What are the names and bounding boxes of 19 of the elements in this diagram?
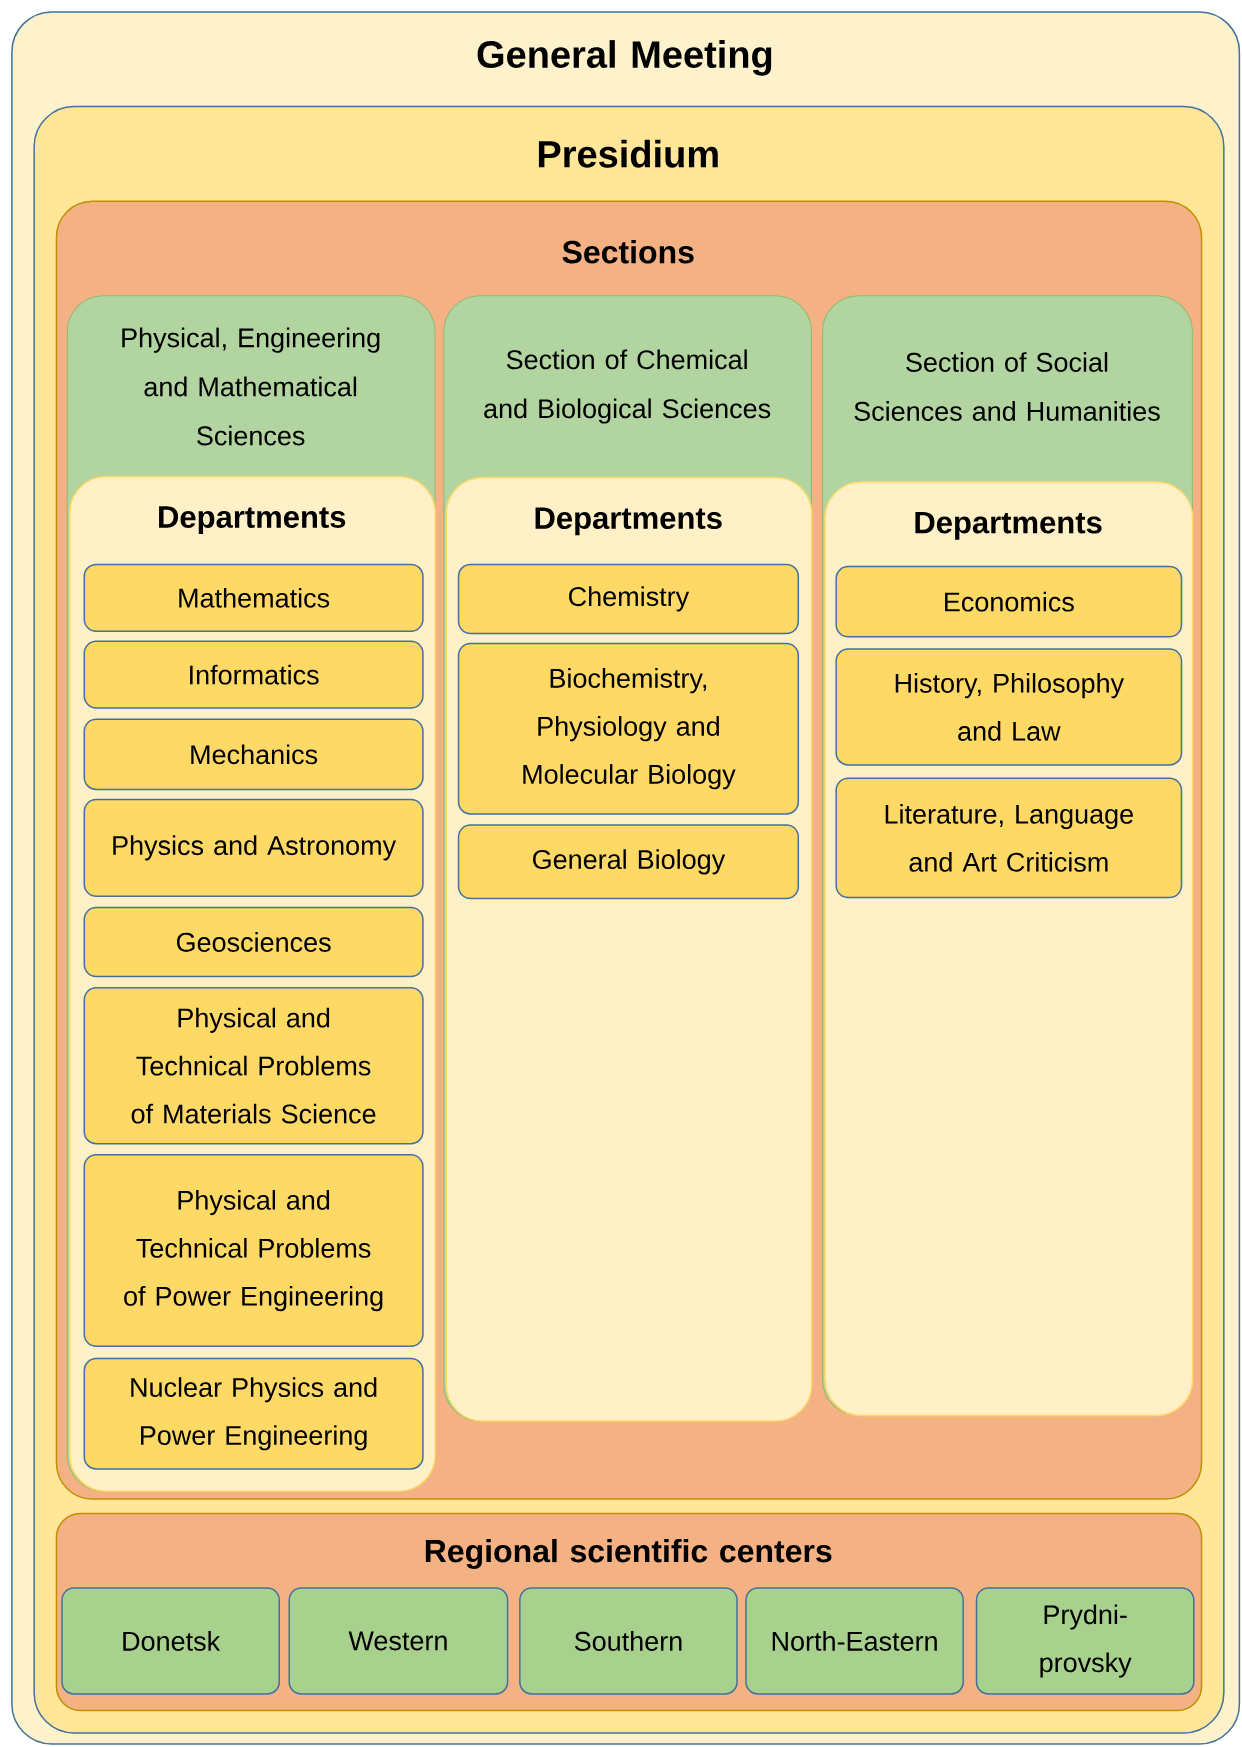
center-box: Donetsk: [61, 1587, 280, 1695]
department-box: Mechanics: [83, 718, 424, 791]
center-box: Western: [288, 1587, 509, 1695]
center-box: North-Eastern: [745, 1587, 964, 1695]
department-box: Mathematics: [83, 563, 424, 632]
department-box: General Biology: [457, 824, 800, 900]
department-box: Physical and Technical Problems of Materials Science: [83, 986, 424, 1145]
department-box: Geosciences: [83, 906, 424, 978]
center-box: Southern: [519, 1587, 738, 1695]
department-box: Physical and Technical Problems of Power Engineering: [83, 1154, 424, 1348]
department-box: Economics: [835, 565, 1183, 638]
department-box: Nuclear Physics and Power Engineering: [83, 1357, 424, 1470]
department-box: Chemistry: [457, 563, 800, 635]
department-box: Literature, Language and Art Criticism: [835, 777, 1183, 899]
department-box: Physics and Astronomy: [83, 798, 424, 898]
center-box: Prydni-provsky: [975, 1587, 1195, 1695]
department-box: Informatics: [83, 640, 424, 709]
department-box: Biochemistry, Physiology and Molecular Biology: [457, 642, 800, 815]
department-box: History, Philosophy and Law: [835, 648, 1183, 766]
